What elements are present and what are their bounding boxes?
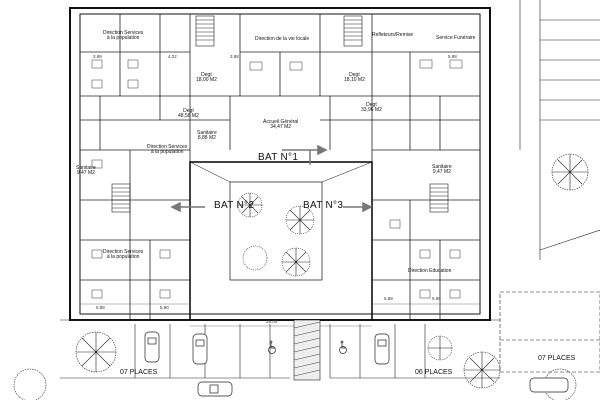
room-sanitaire-left: Sanitaire 9,47 M2 (76, 165, 96, 177)
dimension-label: 5.88 (96, 305, 105, 310)
bat1-label: BAT N°1 (258, 152, 299, 163)
bat3-label: BAT N°3 (303, 200, 344, 211)
courtyard (189, 161, 373, 321)
building-arrows (170, 144, 373, 213)
dimension-lines (80, 303, 480, 327)
room-accueil: Accueil Général 34,47 M2 (263, 119, 299, 131)
dimension-label: 5.90 (160, 305, 169, 310)
bat2-label: BAT N°2 (214, 200, 255, 211)
parking-right-label: 06 PLACES (415, 369, 453, 376)
room-sanitaire-center: Sanitaire 8,88 M2 (197, 130, 217, 142)
room-degt-mid-left: Degt 48,58 M2 (178, 108, 199, 120)
dimension-label: 4.22 (168, 54, 177, 59)
parking-left-label: 07 PLACES (120, 369, 158, 376)
room-direction-pop-mid: Direction Services à la population (147, 144, 188, 156)
accessible-parking-icons (268, 340, 347, 354)
room-degt-center: Degt 18,10 M2 (344, 72, 365, 84)
room-service-funeraire: Service Funéraire (436, 35, 476, 41)
furniture (91, 59, 463, 299)
room-direction-pop-low: Direction Services à la population (103, 249, 144, 261)
room-reflecteur: Refleteurs/Remise (372, 32, 414, 38)
dimension-label: 25.00 (266, 319, 278, 324)
dimension-label: 5.88 (384, 296, 393, 301)
parking-far-right-label: 07 PLACES (538, 355, 576, 362)
room-direction-vie-locale: Direction de la vie locale (255, 36, 310, 42)
room-direction-pop-top: Direction Services à la population (103, 30, 144, 42)
courtyard-trees (237, 192, 315, 277)
parking-lot (60, 291, 600, 381)
room-degt-right: Degt 33,96 M2 (361, 102, 382, 114)
parked-cars (144, 331, 569, 397)
stairs (111, 15, 449, 213)
dimension-label: 3.88 (230, 54, 239, 59)
right-side-structures (519, 0, 600, 260)
room-sanitaire-right: Sanitaire 9,47 M2 (432, 164, 452, 176)
exterior-trees (13, 153, 589, 400)
dimension-label: 5.90 (432, 296, 441, 301)
interior-walls (80, 14, 480, 320)
room-direction-education: Direction Education (408, 268, 452, 274)
dimension-label: 5.88 (448, 54, 457, 59)
dimension-label: 3.88 (93, 54, 102, 59)
room-degt-left: Degt 18,00 M2 (196, 72, 217, 84)
